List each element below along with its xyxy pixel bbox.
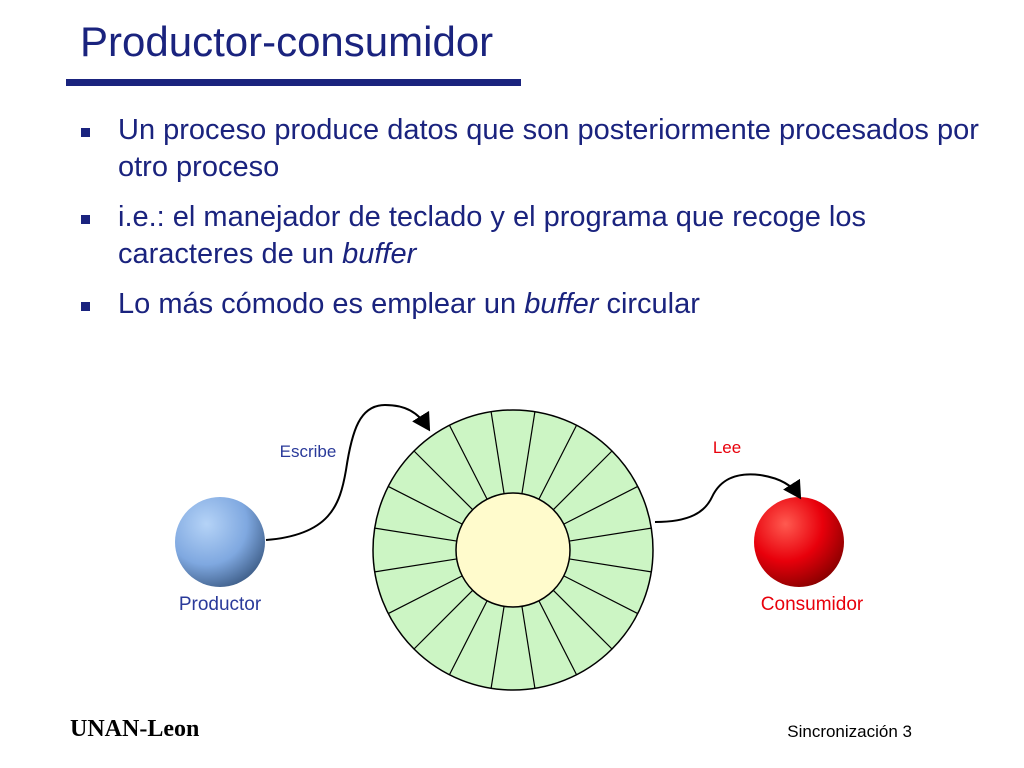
bullet-text-3: Lo más cómodo es emplear un <box>118 288 525 320</box>
read-label: Lee <box>713 438 741 457</box>
buffer-slot-dividers <box>374 411 652 689</box>
buffer-slot-divider <box>538 600 578 676</box>
buffer-center <box>455 492 571 608</box>
buffer-slot-divider <box>413 589 474 650</box>
slide-title: Productor-consumidor <box>80 18 494 65</box>
consumer-sphere <box>754 497 844 587</box>
producer-label: Productor <box>179 594 262 615</box>
buffer-slot-divider <box>569 527 652 542</box>
buffer-slot-divider <box>569 558 652 573</box>
buffer-slot-divider <box>521 606 536 689</box>
footer-institution: UNAN-Leon <box>70 716 200 742</box>
buffer-slot-divider <box>387 575 463 615</box>
buffer-slot-divider <box>448 600 488 676</box>
buffer-slot-divider <box>521 411 536 494</box>
title-underline <box>66 79 521 86</box>
square-bullet-icon <box>81 302 90 311</box>
consumer-label: Consumidor <box>761 594 864 615</box>
buffer-slot-divider <box>387 485 463 525</box>
read-arrow <box>654 473 802 523</box>
buffer-slot-divider <box>490 411 505 494</box>
write-label: Escribe <box>280 442 337 461</box>
buffer-slot-divider <box>552 589 613 650</box>
bullet-text-3b: circular <box>598 288 700 320</box>
bullet-list: Un proceso produce datos que son posteri… <box>80 112 980 336</box>
bullet-emphasis-2: buffer <box>342 238 417 270</box>
square-bullet-icon <box>81 215 90 224</box>
buffer-slot-divider <box>374 558 457 573</box>
buffer-slot-divider <box>538 424 578 500</box>
buffer-slot-divider <box>448 424 488 500</box>
bullet-text-1: Un proceso produce datos que son posteri… <box>118 114 979 183</box>
producer-sphere <box>175 497 265 587</box>
bullet-item-3: Lo más cómodo es emplear un buffer circu… <box>80 286 980 323</box>
buffer-slot-divider <box>374 527 457 542</box>
buffer-slot-divider <box>490 606 505 689</box>
buffer-slot-divider <box>563 485 639 525</box>
bullet-emphasis-3: buffer <box>524 288 599 320</box>
bullet-item-1: Un proceso produce datos que son posteri… <box>80 112 980 186</box>
footer-slide-label: Sincronización 3 <box>787 722 912 741</box>
bullet-text-2: i.e.: el manejador de teclado y el progr… <box>118 201 866 270</box>
buffer-slot-divider <box>552 450 613 511</box>
write-arrow <box>265 403 431 541</box>
buffer-slot-divider <box>563 575 639 615</box>
square-bullet-icon <box>81 128 90 137</box>
bullet-item-2: i.e.: el manejador de teclado y el progr… <box>80 199 980 273</box>
buffer-slot-divider <box>413 450 474 511</box>
